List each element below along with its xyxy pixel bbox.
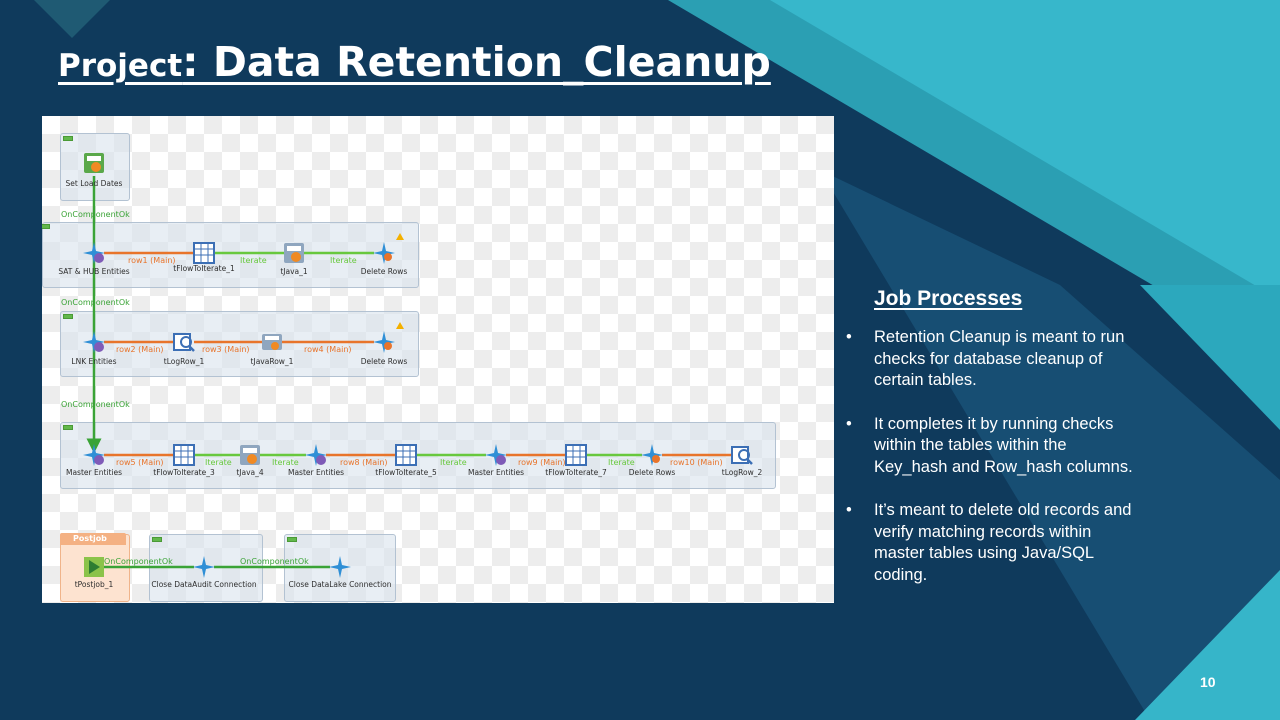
node-label: Master Entities xyxy=(467,468,525,477)
warning-icon[interactable] xyxy=(396,322,404,329)
subjob-collapse-toggle[interactable] xyxy=(287,537,297,542)
node-label: tFlowToIterate_3 xyxy=(153,468,215,477)
table-iterate-icon[interactable] xyxy=(172,443,196,467)
postjob-header xyxy=(60,533,126,545)
snowflake-close-icon[interactable] xyxy=(192,555,216,579)
connection-lines xyxy=(86,176,732,569)
log-row-icon[interactable] xyxy=(172,330,196,354)
teal-band-bottom xyxy=(1135,570,1280,720)
snowflake-close-icon[interactable] xyxy=(328,555,352,579)
snowflake-input-icon[interactable] xyxy=(82,241,106,265)
bullet-icon: • xyxy=(846,414,852,433)
bullet-text: It completes it by running checks within… xyxy=(874,414,1133,476)
link-label: row10 (Main) xyxy=(670,458,723,467)
link-label: row9 (Main) xyxy=(518,458,566,467)
node-label: tLogRow_1 xyxy=(163,357,205,366)
title-main: : Data Retention_Cleanup xyxy=(182,38,771,86)
link-label: row3 (Main) xyxy=(202,345,250,354)
node-label: tFlowToIterate_7 xyxy=(545,468,607,477)
link-label: Iterate xyxy=(330,256,357,265)
list-item: • It’s meant to delete old records and ve… xyxy=(842,500,1142,586)
tjavarow-icon[interactable] xyxy=(260,330,284,354)
table-iterate-icon[interactable] xyxy=(564,443,588,467)
trigger-label: OnComponentOk xyxy=(61,210,130,219)
table-iterate-icon[interactable] xyxy=(394,443,418,467)
tjava-icon[interactable] xyxy=(282,241,306,265)
snowflake-input-icon[interactable] xyxy=(484,443,508,467)
teal-band-mid xyxy=(1140,285,1280,430)
link-label: row8 (Main) xyxy=(340,458,388,467)
node-label: Master Entities xyxy=(287,468,345,477)
teal-band-top-light xyxy=(770,0,1280,300)
node-label: tFlowToIterate_1 xyxy=(173,264,235,273)
node-label: Close DataLake Connection xyxy=(288,580,392,589)
snowflake-row-icon[interactable] xyxy=(372,241,396,265)
node-label: Master Entities xyxy=(65,468,123,477)
trigger-label: OnComponentOk xyxy=(61,400,130,409)
node-label: Set Load Dates xyxy=(65,179,123,188)
snowflake-row-icon[interactable] xyxy=(640,443,664,467)
link-label: Iterate xyxy=(608,458,635,467)
link-label: row5 (Main) xyxy=(116,458,164,467)
list-item: • Retention Cleanup is meant to run check… xyxy=(842,327,1142,392)
node-label: tJava_1 xyxy=(280,267,308,276)
link-label: row2 (Main) xyxy=(116,345,164,354)
snowflake-input-icon[interactable] xyxy=(82,443,106,467)
link-label: row4 (Main) xyxy=(304,345,352,354)
page-number: 10 xyxy=(1200,674,1216,690)
subjob-collapse-toggle[interactable] xyxy=(152,537,162,542)
job-processes-heading: Job Processes xyxy=(874,287,1023,310)
link-label: OnComponentOk xyxy=(240,557,309,566)
node-label: tLogRow_2 xyxy=(721,468,763,477)
job-processes-list: • Retention Cleanup is meant to run check… xyxy=(842,327,1142,608)
navy-band-right xyxy=(820,170,1280,720)
node-label: Delete Rows xyxy=(360,267,408,276)
node-label: Delete Rows xyxy=(360,357,408,366)
node-label: tFlowToIterate_5 xyxy=(375,468,437,477)
subjob-collapse-toggle[interactable] xyxy=(63,425,73,430)
job-design-canvas[interactable]: Postjob OnComponentOk OnComponentOk OnCo… xyxy=(42,116,834,603)
bullet-icon: • xyxy=(846,501,852,519)
node-label: SAT & HUB Entities xyxy=(58,267,130,276)
slide-title: Project: Data Retention_Cleanup xyxy=(58,38,771,86)
tjava-icon[interactable] xyxy=(238,443,262,467)
bullet-icon: • xyxy=(846,328,852,346)
node-label: Delete Rows xyxy=(628,468,676,477)
snowflake-input-icon[interactable] xyxy=(304,443,328,467)
trigger-label: OnComponentOk xyxy=(61,298,130,307)
title-prefix: Project xyxy=(58,48,183,84)
node-label: tJavaRow_1 xyxy=(250,357,294,366)
node-label: LNK Entities xyxy=(71,357,117,366)
link-label: Iterate xyxy=(440,458,467,467)
postjob-icon[interactable] xyxy=(82,555,106,579)
postjob-title: Postjob xyxy=(73,534,107,543)
log-row-icon[interactable] xyxy=(730,443,754,467)
subjob-collapse-toggle[interactable] xyxy=(63,136,73,141)
corner-notch xyxy=(34,0,110,38)
link-label: Iterate xyxy=(272,458,299,467)
subjob-collapse-toggle[interactable] xyxy=(63,314,73,319)
bullet-text: Retention Cleanup is meant to run checks… xyxy=(874,328,1125,389)
table-iterate-icon[interactable] xyxy=(192,241,216,265)
tjava-icon[interactable] xyxy=(82,151,106,175)
warning-icon[interactable] xyxy=(396,233,404,240)
bullet-text: It’s meant to delete old records and ver… xyxy=(874,501,1132,584)
link-label: Iterate xyxy=(240,256,267,265)
snowflake-row-icon[interactable] xyxy=(372,330,396,354)
list-item: • It completes it by running checks withi… xyxy=(842,414,1142,479)
node-label: tJava_4 xyxy=(236,468,264,477)
link-label: Iterate xyxy=(205,458,232,467)
subjob-lnk[interactable] xyxy=(60,311,419,377)
link-label: row1 (Main) xyxy=(128,256,176,265)
node-label: Close DataAudit Connection xyxy=(151,580,257,589)
subjob-sat-hub[interactable] xyxy=(42,222,419,288)
node-label: tPostjob_1 xyxy=(74,580,114,589)
subjob-collapse-toggle[interactable] xyxy=(42,224,50,229)
link-label: OnComponentOk xyxy=(104,557,173,566)
snowflake-input-icon[interactable] xyxy=(82,330,106,354)
